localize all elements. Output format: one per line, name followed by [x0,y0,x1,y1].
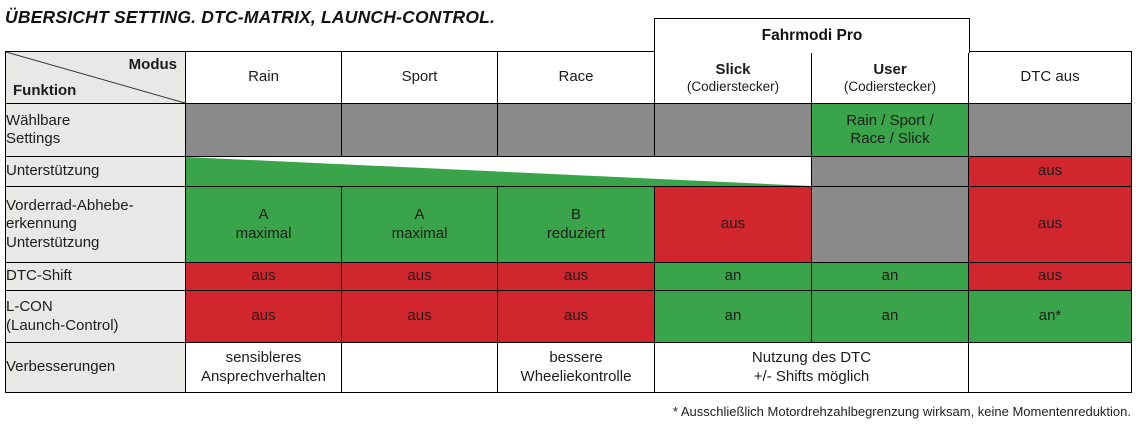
row-vorderrad-abhebeerkennung: Vorderrad-Abhebe- erkennung Unterstützun… [5,186,1132,263]
col-header-rain-label: Rain [248,68,279,86]
diagonal-divider [6,52,185,103]
cell-vorderrad-sport: A maximal [341,186,498,263]
cell-settings-user: Rain / Sport / Race / Slick [811,103,969,157]
fahrmodi-pro-label: Fahrmodi Pro [761,27,863,44]
cell-settings-sport [341,103,498,157]
cell-lcon-dtc-aus: an* [968,290,1132,343]
col-header-race-label: Race [558,68,594,86]
cell-verb-dtc-aus [968,342,1132,393]
cell-verb-rain: sensibleres Ansprechverhalten [185,342,342,393]
cell-vorderrad-race: B reduziert [497,186,655,263]
col-header-user-sub: (Codierstecker) [843,78,937,94]
cell-dtcshift-slick: an [654,262,812,291]
cell-verb-sport [341,342,498,393]
cell-unterstuetzung-dtc-aus: aus [968,156,1132,187]
cell-unterstuetzung-user [811,156,969,187]
row-l-con: L-CON (Launch-Control) aus aus aus an an… [5,290,1132,343]
row-verbesserungen: Verbesserungen sensibleres Ansprechverha… [5,342,1132,393]
row-label: Vorderrad-Abhebe- erkennung Unterstützun… [5,186,186,263]
col-header-user: User (Codierstecker) [811,51,969,104]
unterstuetzung-wedge-cell [185,156,812,187]
green-taper-shape [186,157,811,186]
cell-lcon-slick: an [654,290,812,343]
col-header-slick: Slick (Codierstecker) [654,51,812,104]
row-label: DTC-Shift [5,262,186,291]
cell-vorderrad-user [811,186,969,263]
cell-settings-rain [185,103,342,157]
col-header-user-label: User [873,60,907,78]
cell-settings-slick [654,103,812,157]
col-header-sport-label: Sport [401,68,438,86]
settings-matrix: Fahrmodi Pro Modus Funktion Rain [5,18,1132,393]
footnote: * Ausschließlich Motordrehzahlbegrenzung… [672,404,1131,419]
cell-dtcshift-dtc-aus: aus [968,262,1132,291]
cell-lcon-race: aus [497,290,655,343]
modus-funktion-header-cell: Modus Funktion [5,51,186,104]
col-header-dtc-aus: DTC aus [968,51,1132,104]
modus-label: Modus [128,56,177,73]
row-waehlbare-settings: Wählbare Settings Rain / Sport / Race / … [5,103,1132,157]
fahrmodi-pro-group-header: Fahrmodi Pro [654,18,970,53]
cell-settings-race [497,103,655,157]
cell-verb-slick-user: Nutzung des DTC +/- Shifts möglich [654,342,969,393]
row-label: Verbesserungen [5,342,186,393]
cell-lcon-user: an [811,290,969,343]
cell-verb-race: bessere Wheeliekontrolle [497,342,655,393]
page-title: ÜBERSICHT SETTING. DTC-MATRIX, LAUNCH-CO… [5,7,496,27]
cell-vorderrad-slick: aus [654,186,812,263]
col-header-slick-label: Slick [715,60,751,78]
cell-vorderrad-dtc-aus: aus [968,186,1132,263]
row-label: Wählbare Settings [5,103,186,157]
col-header-slick-sub: (Codierstecker) [686,78,780,94]
cell-lcon-sport: aus [341,290,498,343]
col-header-sport: Sport [341,51,498,104]
header-row: Modus Funktion Rain Sport Race Slick (Co… [5,51,1132,104]
cell-settings-dtc-aus [968,103,1132,157]
cell-dtcshift-rain: aus [185,262,342,291]
row-label: Unterstützung [5,156,186,187]
cell-dtcshift-sport: aus [341,262,498,291]
funktion-label: Funktion [13,81,77,99]
col-header-dtc-aus-label: DTC aus [1020,68,1080,86]
col-header-race: Race [497,51,655,104]
cell-lcon-rain: aus [185,290,342,343]
row-dtc-shift: DTC-Shift aus aus aus an an aus [5,262,1132,291]
row-unterstuetzung: Unterstützung aus [5,156,1132,187]
cell-vorderrad-rain: A maximal [185,186,342,263]
cell-dtcshift-user: an [811,262,969,291]
col-header-rain: Rain [185,51,342,104]
dtc-matrix-table: Modus Funktion Rain Sport Race Slick (Co… [5,51,1132,393]
row-label: L-CON (Launch-Control) [5,290,186,343]
cell-dtcshift-race: aus [497,262,655,291]
